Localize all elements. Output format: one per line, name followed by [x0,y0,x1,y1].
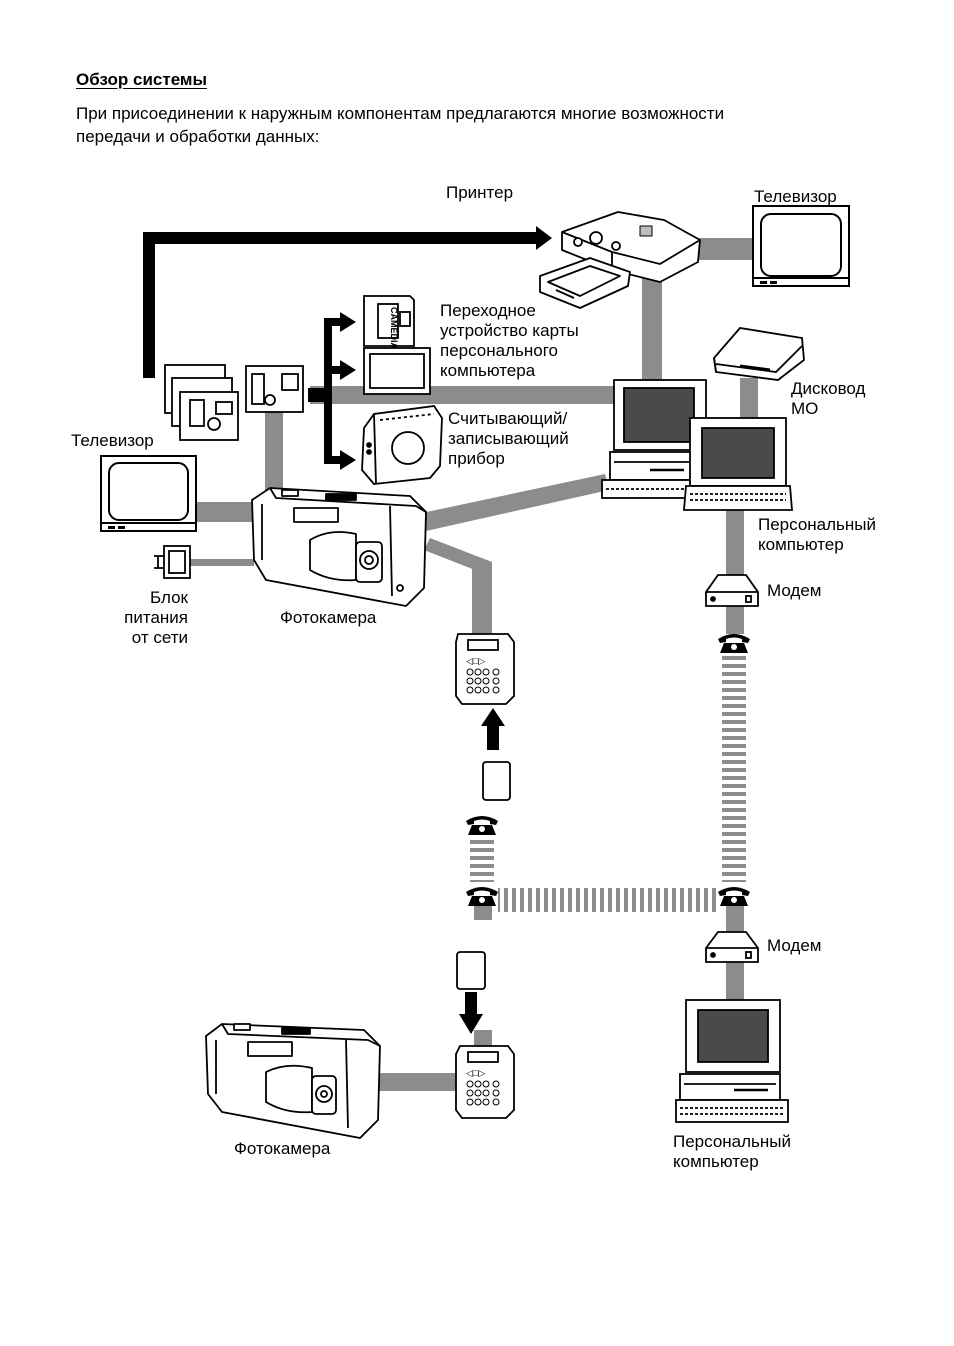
connection-lines [190,238,760,1091]
mobile-modem-bottom: ◁□▷ [455,1045,515,1119]
arrow-up-to-phone [481,708,505,750]
label-pc-card-adapter: Переходное устройство карты персональног… [440,301,579,381]
telephone-icons [466,634,750,906]
link-card-camera [265,412,283,496]
camedia-card [363,295,415,347]
label-pc-top: Персональный компьютер [758,515,876,555]
link-power-camera [190,559,254,566]
svg-text:◁□▷: ◁□▷ [466,656,485,666]
arrow-head-adapter [340,360,356,380]
arrow-head-card [340,312,356,332]
modem-top-box [705,574,759,607]
label-pc-bottom: Персональный компьютер [673,1132,791,1172]
label-pc-card-adapter-line2: устройство карты [440,321,579,340]
label-power-adapter-line2: питания [124,608,188,627]
link-phone-tel [474,906,492,920]
label-modem-top: Модем [767,581,822,600]
link-mo-pc [740,378,758,422]
black-arrows [143,226,552,1034]
section-heading: Обзор системы [76,70,208,89]
memory-card [245,365,304,413]
link-camera-pc [422,474,609,531]
tv-top [752,205,850,287]
intro-text: При присоединении к наружным компонентам… [76,102,876,148]
pc-card-adapter [363,347,431,395]
link-camera-phone-b [472,562,492,634]
mo-drive [713,327,805,381]
arrow-down-to-phone [459,992,483,1034]
link-modem-tel-bottom [726,906,744,932]
label-modem-bottom: Модем [767,936,822,955]
label-printer: Принтер [446,183,514,202]
arrow-cards-to-printer [143,226,552,378]
card-brand-text: CAMEDIA [389,307,399,349]
label-reader-writer: Считывающий/ записывающий прибор [448,409,569,469]
link-cards-pc [310,386,616,404]
card-icon-upper [482,761,511,801]
label-camera-bottom: Фотокамера [234,1139,331,1158]
laptop-pc [683,417,793,511]
desktop-pc-bottom [675,999,789,1123]
tv-left [100,455,197,532]
link-printer-tv [690,238,760,260]
arrow-head-reader [340,450,356,470]
camera-bottom [205,1023,381,1139]
link-pc-modem [726,510,744,576]
mobile-modem-top: ◁□▷ [455,633,515,705]
phone-line-horizontal [498,888,718,912]
arrow-branch-stem [308,388,326,402]
arrow-branch-vertical [324,318,332,464]
label-power-adapter-line3: от сети [131,628,188,647]
intro-line-2: передачи и обработки данных: [76,127,320,146]
desktop-pc-top [601,379,707,499]
telephone-icon-right-low [718,887,750,906]
memory-cards-stack [164,364,239,441]
card-reader-writer [361,405,443,485]
label-pc-card-adapter-line4: компьютера [440,361,536,380]
label-pc-bottom-line2: компьютер [673,1152,759,1171]
svg-text:◁□▷: ◁□▷ [466,1068,485,1078]
label-pc-top-line1: Персональный [758,515,876,534]
phone-line-left-vertical [470,838,494,882]
label-pc-card-adapter-line3: персонального [440,341,559,360]
phone-line-right-vertical [722,654,746,882]
printer [539,211,701,309]
modem-bottom-box [705,931,759,963]
telephone-icon-left-low [466,887,498,906]
link-modem-phone-top [726,606,744,634]
label-mo-drive-line1: Дисковод [791,379,866,398]
link-tv-camera [195,502,255,522]
label-pc-top-line2: компьютер [758,535,844,554]
telephone-lines [470,654,746,912]
arrow-branch-adapter [324,366,342,374]
link-modem-pc-bottom [726,962,744,1000]
label-pc-card-adapter-line1: Переходное [440,301,536,320]
label-power-adapter-line1: Блок [150,588,188,607]
label-reader-writer-line1: Считывающий/ [448,409,568,428]
link-printer-pc [642,272,662,384]
label-mo-drive: Дисковод MO [791,379,865,419]
label-camera-top: Фотокамера [280,608,377,627]
telephone-icon-right-top [718,634,750,653]
power-adapter [154,545,191,579]
label-reader-writer-line3: прибор [448,449,505,468]
label-reader-writer-line2: записывающий [448,429,569,448]
link-phone-tail [474,1030,492,1046]
arrow-branch-reader [324,456,342,464]
label-power-adapter: Блок питания от сети [104,588,188,648]
label-tv-left: Телевизор [71,431,154,450]
card-icon-lower [456,951,486,990]
telephone-icon-left-mid [466,816,498,835]
link-camera-phone-bottom [376,1073,458,1091]
label-pc-bottom-line1: Персональный [673,1132,791,1151]
label-mo-drive-line2: MO [791,399,819,418]
label-tv-top: Телевизор [754,187,837,206]
intro-line-1: При присоединении к наружным компонентам… [76,104,725,123]
camera-top [251,487,427,607]
arrow-branch-card [324,318,342,326]
